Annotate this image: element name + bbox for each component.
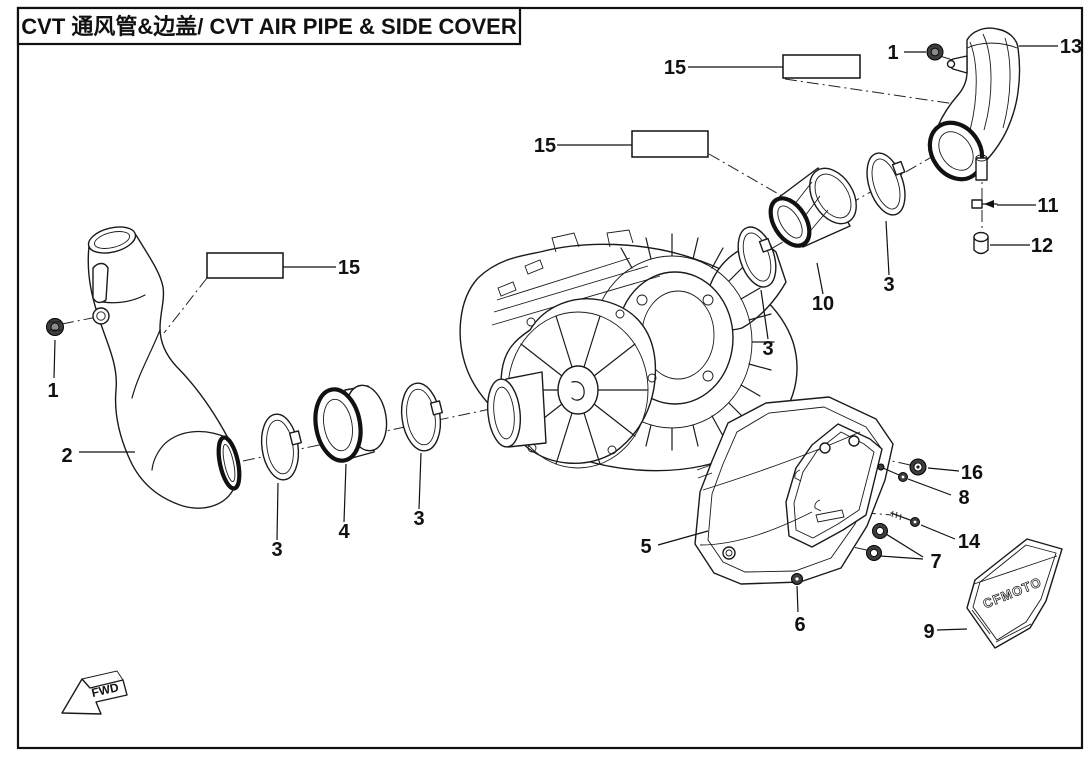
- title-box: [16, 6, 522, 46]
- clamp-band-cover-outlet: [737, 226, 777, 288]
- callout-3-c: 3: [762, 338, 773, 360]
- clamp-band-left: [260, 413, 303, 481]
- callout-8: 8: [958, 487, 969, 509]
- page-title: CVT 通风管&边盖/ CVT AIR PIPE & SIDE COVER: [21, 14, 517, 39]
- callout-13: 13: [1060, 36, 1082, 58]
- cvt-air-pipe-right: [927, 27, 1021, 182]
- bolt-part14: [890, 510, 920, 527]
- page-border: [16, 6, 1084, 750]
- callout-10: 10: [812, 293, 834, 315]
- screw-part8: [877, 463, 908, 482]
- callout-3-d: 3: [883, 274, 894, 296]
- clamp-band-outlet-pipe: [866, 152, 906, 216]
- fwd-direction-arrow: FWD: [61, 670, 128, 715]
- pipe-mount-boss: [92, 307, 110, 325]
- blank-label-box-left: [206, 252, 284, 279]
- screw-part6: [791, 573, 803, 585]
- fan-hub: [557, 365, 599, 415]
- callout-2: 2: [61, 445, 72, 467]
- callout-4: 4: [338, 521, 350, 543]
- side-cover-window-frame: [785, 423, 883, 548]
- flange-nut-right: [926, 43, 944, 61]
- washer-part16: [909, 458, 927, 476]
- cvt-air-pipe-left: [87, 226, 242, 509]
- fwd-text: FWD: [90, 680, 120, 700]
- callout-6: 6: [794, 614, 805, 636]
- flange-nut-left: [46, 318, 64, 336]
- callout-11: 11: [1037, 195, 1058, 217]
- callout-1-right: 1: [887, 42, 898, 64]
- drain-pin: [975, 157, 988, 181]
- callout-12: 12: [1031, 235, 1053, 257]
- callout-15-top: 15: [664, 57, 686, 79]
- callout-14: 14: [958, 531, 981, 553]
- rubber-adapter-part10: [768, 167, 857, 248]
- blank-label-box-center: [631, 130, 709, 158]
- cvt-cover-assembly: [459, 229, 798, 472]
- callout-7: 7: [930, 551, 941, 573]
- callout-9: 9: [923, 621, 934, 643]
- clamp-band-inner-left: [400, 382, 444, 452]
- decoration-cover-part9: CFMOTO: [966, 538, 1063, 649]
- callout-15-mid: 15: [534, 135, 556, 157]
- callout-3-b: 3: [413, 508, 424, 530]
- callout-16: 16: [961, 462, 983, 484]
- blank-label-box-top: [782, 54, 861, 79]
- callout-15-left: 15: [338, 257, 360, 279]
- callout-numbers: 1 2 3 4 3 15 15 15 1 13 3 10 3 11 12 5 1…: [47, 36, 1082, 643]
- callout-5: 5: [640, 536, 651, 558]
- leader-lines: [53, 45, 1058, 631]
- side-cover-part5: [694, 396, 894, 585]
- clamp-screw-block: [288, 430, 303, 446]
- clip-part11: [971, 199, 998, 209]
- callout-3-a: 3: [271, 539, 282, 561]
- cap-part12: [973, 231, 989, 255]
- nut-part7-lower: [866, 545, 882, 561]
- nut-part7-upper: [872, 523, 888, 539]
- callout-1-left: 1: [47, 380, 58, 402]
- rubber-sleeve-part4: [313, 384, 388, 463]
